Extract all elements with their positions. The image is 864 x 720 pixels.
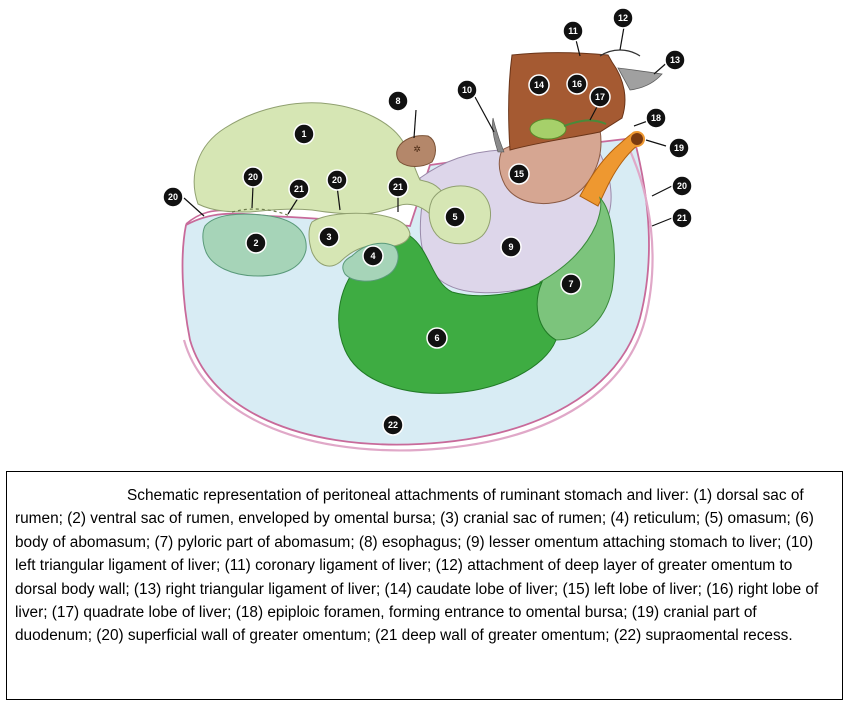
- marker-21-right: 21: [671, 207, 693, 229]
- marker-13: 13: [664, 49, 686, 71]
- marker-7: 7: [560, 273, 582, 295]
- svg-text:15: 15: [514, 169, 524, 179]
- svg-text:12: 12: [618, 13, 628, 23]
- svg-text:13: 13: [670, 55, 680, 65]
- svg-text:3: 3: [326, 232, 331, 242]
- svg-text:2: 2: [253, 238, 258, 248]
- marker-21-mid: 21: [387, 176, 409, 198]
- abomasum-body: [338, 235, 557, 394]
- svg-text:17: 17: [595, 92, 605, 102]
- marker-3: 3: [318, 226, 340, 248]
- right-triangular-ligament: [617, 67, 663, 91]
- marker-5: 5: [444, 206, 466, 228]
- peritoneal-attachments-diagram: ✲ 1 2 3 4 5 6 7 8 9 10 11 12 13 14 15 16…: [162, 7, 693, 452]
- svg-text:21: 21: [677, 213, 687, 223]
- svg-text:16: 16: [572, 79, 582, 89]
- svg-text:4: 4: [370, 251, 375, 261]
- marker-19: 19: [668, 137, 690, 159]
- marker-20-mid-left: 20: [242, 166, 264, 188]
- esophagus-glyph: ✲: [413, 145, 421, 155]
- svg-text:6: 6: [434, 333, 439, 343]
- marker-2: 2: [245, 232, 267, 254]
- bile-duct: [563, 119, 607, 127]
- svg-text:21: 21: [393, 182, 403, 192]
- marker-4: 4: [362, 245, 384, 267]
- svg-text:9: 9: [508, 242, 513, 252]
- svg-text:8: 8: [395, 96, 400, 106]
- left-triangular-ligament: [492, 117, 505, 153]
- esophagus: [396, 135, 436, 167]
- svg-text:11: 11: [568, 26, 578, 36]
- marker-21-mid-left: 21: [288, 178, 310, 200]
- svg-text:7: 7: [568, 279, 573, 289]
- svg-text:20: 20: [248, 172, 258, 182]
- svg-text:19: 19: [674, 143, 684, 153]
- svg-text:18: 18: [651, 113, 661, 123]
- svg-text:20: 20: [677, 181, 687, 191]
- marker-10: 10: [456, 79, 478, 101]
- marker-6: 6: [426, 327, 448, 349]
- marker-9: 9: [500, 236, 522, 258]
- epiploic-foramen: [629, 131, 645, 147]
- marker-8: 8: [387, 90, 409, 112]
- marker-14: 14: [528, 74, 550, 96]
- svg-text:1: 1: [301, 129, 306, 139]
- svg-text:20: 20: [168, 192, 178, 202]
- figure-caption: Schematic representation of peritoneal a…: [6, 471, 843, 700]
- marker-1: 1: [293, 123, 315, 145]
- deep-omentum-dashed-line: [231, 208, 291, 217]
- marker-15: 15: [508, 163, 530, 185]
- marker-11: 11: [562, 20, 584, 42]
- marker-22: 22: [382, 414, 404, 436]
- svg-text:21: 21: [294, 184, 304, 194]
- marker-12: 12: [612, 7, 634, 29]
- marker-17: 17: [589, 86, 611, 108]
- svg-text:10: 10: [462, 85, 472, 95]
- svg-text:14: 14: [534, 80, 544, 90]
- svg-text:5: 5: [452, 212, 457, 222]
- svg-text:20: 20: [332, 175, 342, 185]
- marker-18: 18: [645, 107, 667, 129]
- marker-20-right: 20: [671, 175, 693, 197]
- marker-20-mid: 20: [326, 169, 348, 191]
- svg-text:22: 22: [388, 420, 398, 430]
- marker-16: 16: [566, 73, 588, 95]
- marker-20-left: 20: [162, 186, 184, 208]
- superficial-omentum-line: [182, 141, 654, 452]
- quadrate-lobe: [529, 118, 567, 140]
